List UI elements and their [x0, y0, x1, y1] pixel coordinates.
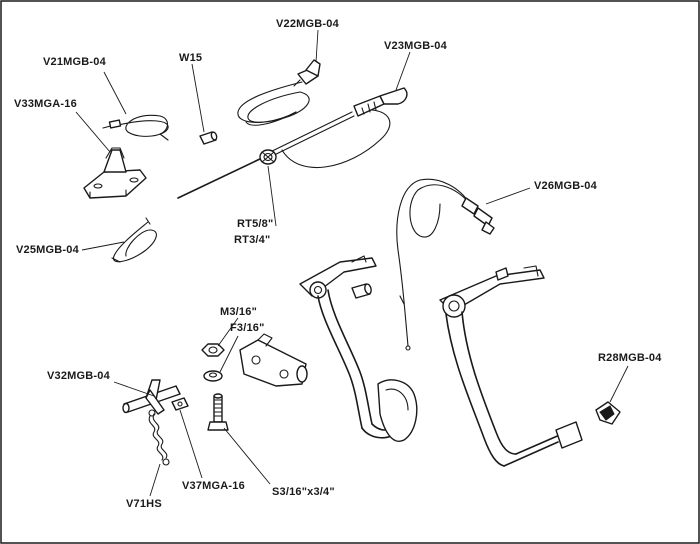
label-v33: V33MGA-16 — [14, 98, 77, 110]
leader-v21 — [103, 71, 127, 115]
leader-m316 — [217, 317, 239, 347]
part-small-cylinder — [351, 283, 372, 299]
part-v26-cable — [396, 178, 495, 351]
part-v32-lever — [122, 379, 181, 415]
part-rt-grommet — [259, 149, 277, 165]
leader-v71 — [149, 463, 161, 497]
leader-v26 — [485, 187, 531, 205]
label-v25: V25MGB-04 — [16, 244, 79, 256]
part-v22-cable — [237, 59, 321, 126]
label-f316: F3/16" — [230, 322, 265, 334]
label-m316: M3/16" — [220, 306, 257, 318]
label-r28: R28MGB-04 — [598, 352, 662, 364]
part-v21-cable — [102, 114, 169, 141]
label-v71: V71HS — [126, 498, 162, 510]
label-v23: V23MGB-04 — [384, 40, 447, 52]
leader-w15 — [191, 63, 205, 133]
part-brake-pedal — [299, 255, 418, 442]
part-v23-cable — [177, 87, 408, 199]
label-v37: V37MGA-16 — [182, 480, 245, 492]
leader-v23 — [395, 51, 411, 91]
part-clutch-pedal — [439, 265, 583, 467]
label-v26: V26MGB-04 — [534, 180, 597, 192]
part-v71-spring — [148, 409, 170, 466]
part-w15-sleeve — [199, 131, 218, 145]
part-r28-pad — [595, 401, 621, 425]
part-v37-clip — [171, 397, 189, 411]
part-f316-washer — [203, 370, 223, 382]
label-v22: V22MGB-04 — [276, 18, 339, 30]
leader-f316 — [219, 335, 239, 373]
part-s316-bolt — [207, 393, 229, 431]
label-v32: V32MGB-04 — [47, 370, 110, 382]
leader-v22 — [315, 29, 319, 63]
part-m316-nut — [201, 343, 225, 357]
part-lever-bracket — [239, 333, 308, 387]
leader-s316 — [223, 427, 271, 485]
label-s316: S3/16"x3/4" — [272, 486, 335, 498]
label-v21: V21MGB-04 — [43, 56, 106, 68]
part-v33-bracket — [83, 147, 147, 199]
leader-lines — [75, 29, 629, 497]
label-w15: W15 — [179, 52, 203, 64]
leader-v37 — [179, 409, 203, 479]
label-rt58: RT5/8" — [237, 218, 274, 230]
leader-v33 — [75, 111, 111, 153]
leader-v25 — [81, 241, 125, 251]
leader-v32 — [113, 381, 155, 397]
label-rt34: RT3/4" — [234, 234, 271, 246]
leader-rt — [267, 165, 277, 227]
leader-r28 — [609, 365, 629, 403]
part-v25-cable — [111, 217, 157, 263]
